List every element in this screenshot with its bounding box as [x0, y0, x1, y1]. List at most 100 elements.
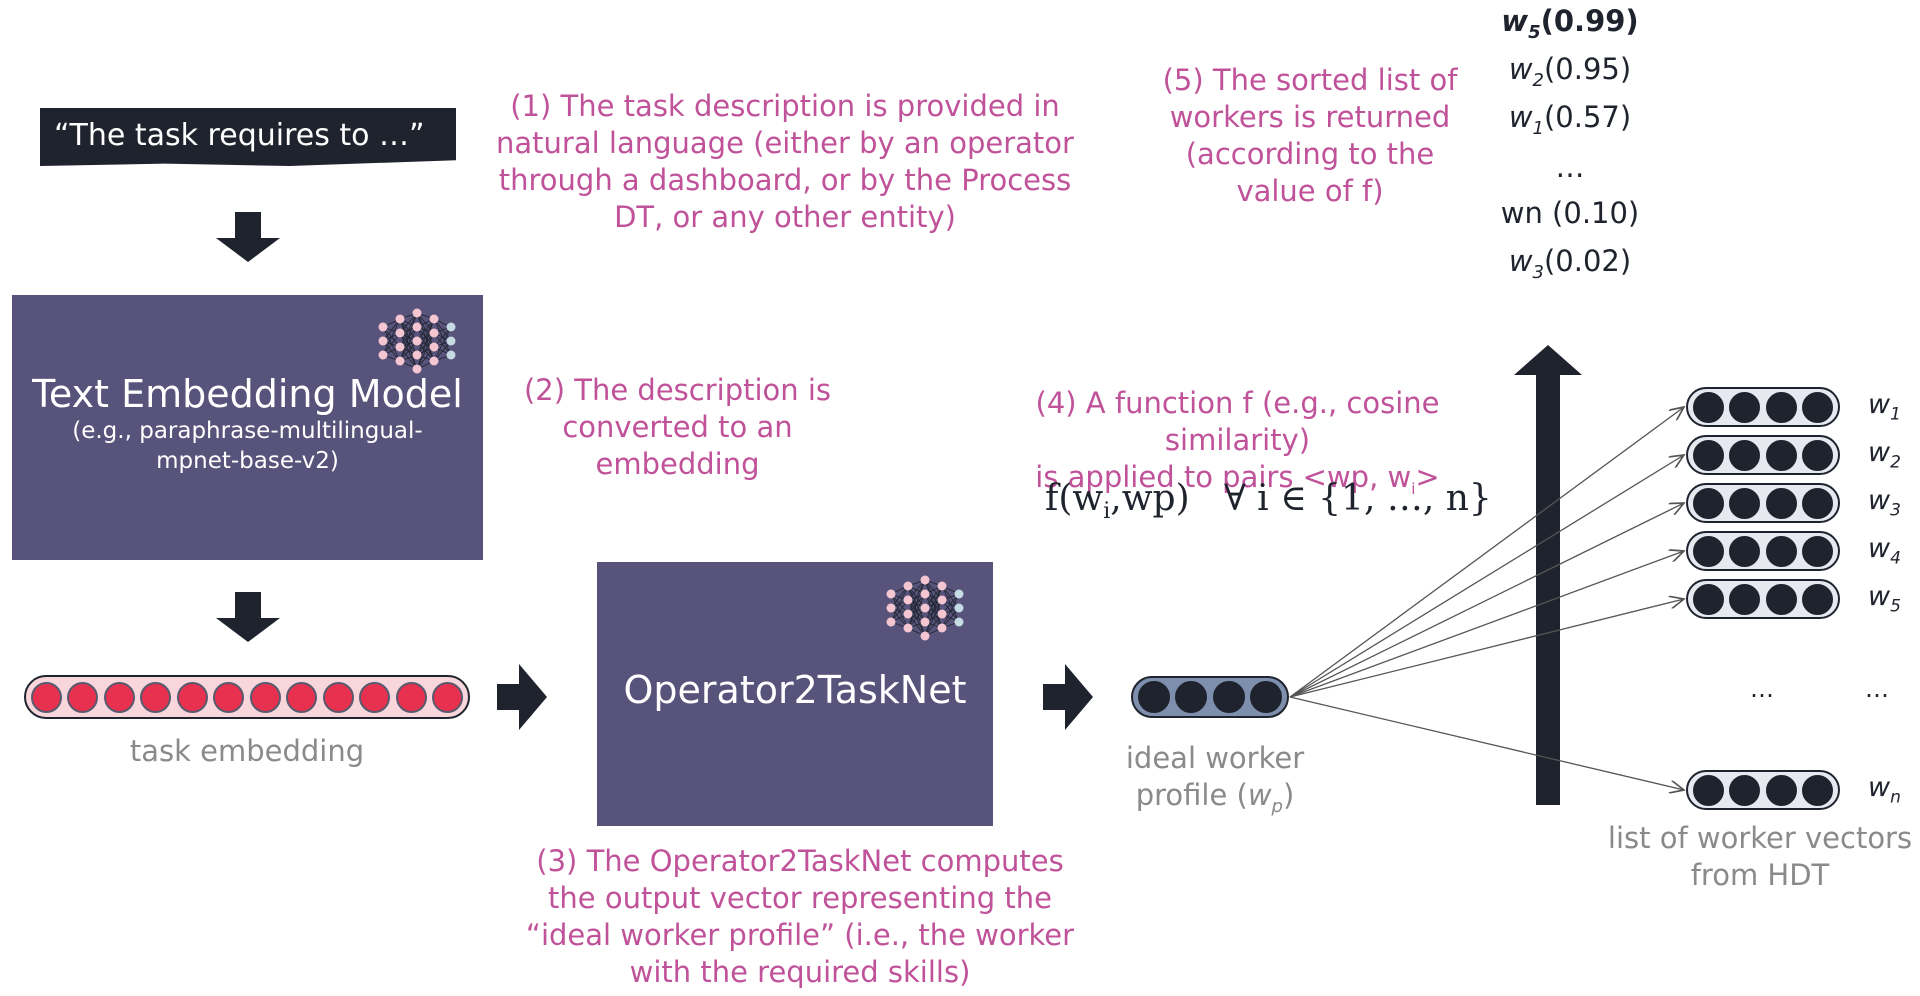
worker-label: w2 [1868, 437, 1901, 473]
worker-symbol: w1 [1508, 100, 1544, 139]
nn-edge [890, 585, 909, 609]
nn-node [378, 322, 388, 332]
vector-dot [1693, 774, 1724, 806]
vector-dot [31, 681, 62, 713]
vector-dot [1693, 535, 1724, 567]
nn-edge [924, 599, 943, 637]
model-subtitle-line1: (e.g., paraphrase-multilingual- [72, 418, 423, 444]
nn-node [446, 350, 456, 360]
down-arrow-icon [216, 592, 280, 642]
annotation-line: “ideal worker profile” (i.e., the worker [525, 918, 1075, 952]
annotation-step1: (1) The task description is provided in … [490, 88, 1080, 236]
ideal-worker-profile-label: ideal worker profile (wp) [1095, 740, 1335, 825]
nn-node [920, 617, 930, 627]
nn-edge [907, 579, 926, 629]
annotation-line: is applied to pairs <wp, wi> [965, 459, 1510, 508]
label-text: profile ( [1135, 778, 1248, 812]
worker-subscript: 4 [1890, 548, 1901, 569]
annotation-step5: (5) The sorted list of workers is return… [1160, 62, 1460, 210]
nn-edge [382, 318, 401, 356]
nn-node [903, 609, 913, 619]
worker-subscript: n [1890, 787, 1901, 808]
nn-edge [416, 318, 435, 370]
vector-dot [1138, 681, 1170, 713]
formula-f: f [1045, 478, 1059, 519]
vector-dot [213, 681, 245, 713]
worker-subscript: 5 [1528, 21, 1541, 43]
worker-subscript: 1 [1532, 117, 1544, 139]
annotation-line: DT, or any other entity) [614, 200, 956, 234]
label-ellipsis: … [1865, 675, 1889, 703]
worker-subscript: 3 [1532, 261, 1544, 283]
nn-edge [924, 585, 943, 637]
nn-edge [890, 585, 909, 623]
nn-node [903, 595, 913, 605]
vector-dot [1175, 681, 1208, 713]
vector-dot [1801, 391, 1833, 423]
worker-label: w5 [1868, 581, 1901, 617]
nn-edge [416, 332, 435, 370]
right-arrow-icon [1043, 664, 1093, 730]
neural-network-icon [886, 575, 964, 641]
vector-dot [1801, 487, 1833, 519]
nn-edge [382, 318, 401, 342]
worker-ellipsis: … [1750, 675, 1774, 703]
formula-w: w [1072, 478, 1104, 519]
annotation-line: embedding [595, 447, 760, 481]
worker-subscript: 5 [1890, 596, 1901, 617]
vector-dot [1729, 535, 1761, 567]
vector-dot [103, 681, 135, 713]
nn-node [920, 589, 930, 599]
vector-dot [1693, 487, 1724, 519]
vector-dot [395, 681, 427, 713]
nn-node [395, 356, 405, 366]
vector-dot [1693, 583, 1724, 615]
vector-dot [249, 681, 281, 713]
worker-symbol: w2 [1508, 52, 1544, 91]
nn-node [412, 350, 422, 360]
nn-edge [924, 585, 943, 609]
similarity-connector [1289, 503, 1684, 698]
similarity-connector [1289, 696, 1684, 790]
vector-dot [359, 681, 391, 713]
nn-node [429, 356, 439, 366]
nn-node [446, 322, 456, 332]
nn-edge [907, 579, 926, 615]
operator2tasknet-box: Operator2TaskNet [597, 562, 993, 826]
nn-node [395, 342, 405, 352]
nn-node [378, 336, 388, 346]
vector-dot [1249, 681, 1282, 713]
vector-dot [286, 681, 318, 713]
vector-dot [1765, 583, 1797, 615]
nn-node [920, 603, 930, 613]
nn-node [395, 328, 405, 338]
vector-dot [1801, 774, 1833, 806]
vector-dot [1693, 391, 1724, 423]
vector-dot [1765, 535, 1797, 567]
vector-dot [1765, 391, 1797, 423]
nn-edge [399, 312, 418, 362]
worker-label: w3 [1868, 485, 1901, 521]
ranked-worker-item: w1(0.57) [1470, 100, 1670, 139]
annotation-line: the output vector representing the [548, 881, 1052, 915]
nn-node [429, 342, 439, 352]
worker-score: (0.99) [1540, 4, 1639, 38]
vector-dot [1801, 535, 1833, 567]
ranked-worker-item: w5(0.99) [1470, 4, 1670, 43]
label-line: profile (wp) [1095, 777, 1335, 825]
annotation-step2: (2) The description is converted to an e… [520, 372, 835, 483]
nn-node [954, 617, 964, 627]
nn-node [937, 623, 947, 633]
worker-label: w4 [1868, 533, 1901, 569]
worker-subscript: 3 [1890, 500, 1901, 521]
vector-dot [176, 681, 208, 713]
nn-node [446, 336, 456, 346]
vector-dot [431, 681, 463, 713]
annotation-text: is applied to pairs <wp, w [1035, 460, 1412, 494]
worker-vector [1686, 435, 1840, 475]
ideal-worker-profile-vector [1131, 676, 1289, 718]
nn-edge [941, 593, 960, 629]
nn-node [395, 314, 405, 324]
annotation-step4: (4) A function f (e.g., cosine similarit… [965, 385, 1510, 508]
